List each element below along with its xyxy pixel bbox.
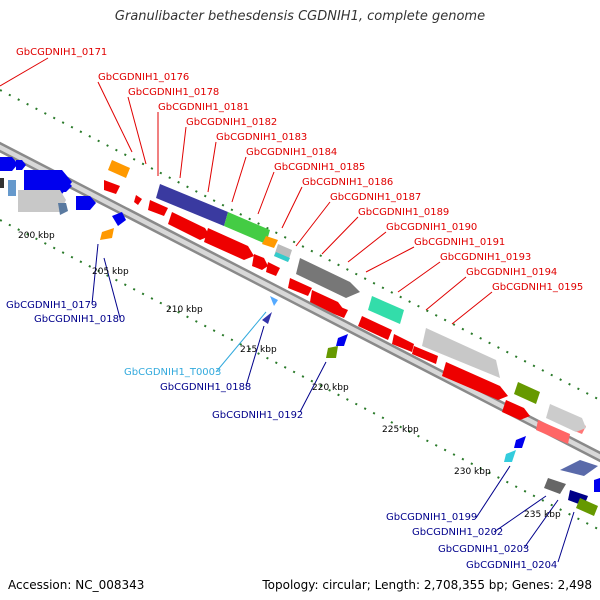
- scale-label: 210 kbp: [166, 305, 203, 315]
- gene-label: GbCGDNIH1_0183: [216, 132, 307, 143]
- gene-label: GbCGDNIH1_0203: [438, 544, 529, 555]
- gene-label: GbCGDNIH1_0189: [358, 207, 449, 218]
- gene-label: GbCGDNIH1_0185: [274, 162, 365, 173]
- scale-label: 200 kbp: [18, 231, 55, 241]
- accession-label: Accession: NC_008343: [8, 578, 145, 592]
- gene-label: GbCGDNIH1_0190: [386, 222, 477, 233]
- scale-label: 235 kbp: [524, 510, 561, 520]
- gene-label: GbCGDNIH1_0191: [414, 237, 505, 248]
- forward-leader-lines: [0, 57, 493, 325]
- gene-label: GbCGDNIH1_0188: [160, 382, 251, 393]
- scale-label: 215 kbp: [240, 345, 277, 355]
- gene-label: GbCGDNIH1_0178: [128, 87, 219, 98]
- gene-label: GbCGDNIH1_0179: [6, 300, 97, 311]
- gene-label: GbCGDNIH1_0193: [440, 252, 531, 263]
- gene-label: GbCGDNIH1_0184: [246, 147, 337, 158]
- gene-label: GbCGDNIH1_0181: [158, 102, 249, 113]
- gene-label: GbCGDNIH1_T0003: [124, 367, 221, 378]
- gene-label: GbCGDNIH1_0176: [98, 72, 189, 83]
- scale-labels: 200 kbp 205 kbp 210 kbp 215 kbp 220 kbp …: [18, 231, 561, 520]
- reverse-leader-lines: [91, 243, 575, 563]
- gene-label: GbCGDNIH1_0192: [212, 410, 303, 421]
- scale-label: 230 kbp: [454, 467, 491, 477]
- scale-label: 225 kbp: [382, 425, 419, 435]
- map-title: Granulibacter bethesdensis CGDNIH1, comp…: [114, 9, 486, 24]
- gene-label: GbCGDNIH1_0186: [302, 177, 393, 188]
- gene-label: GbCGDNIH1_0171: [16, 47, 107, 58]
- gene-label: GbCGDNIH1_0202: [412, 527, 503, 538]
- forward-genes-upper: [108, 160, 586, 432]
- gene-label: GbCGDNIH1_0195: [492, 282, 583, 293]
- gene-label: GbCGDNIH1_0187: [330, 192, 421, 203]
- forward-gene-labels: GbCGDNIH1_0171 GbCGDNIH1_0176 GbCGDNIH1_…: [16, 47, 583, 293]
- reverse-gene-labels: GbCGDNIH1_0179 GbCGDNIH1_0180 GbCGDNIH1_…: [6, 300, 557, 571]
- genome-summary: Topology: circular; Length: 2,708,355 bp…: [262, 578, 592, 592]
- left-gene-cluster: [0, 157, 96, 215]
- gene-label: GbCGDNIH1_0182: [186, 117, 277, 128]
- reverse-genes: [100, 212, 600, 516]
- gene-label: GbCGDNIH1_0204: [466, 560, 557, 571]
- scale-label: 220 kbp: [312, 383, 349, 393]
- gene-label: GbCGDNIH1_0180: [34, 314, 125, 325]
- gene-label: GbCGDNIH1_0194: [466, 267, 557, 278]
- scale-label: 205 kbp: [92, 267, 129, 277]
- gene-label: GbCGDNIH1_0199: [386, 512, 477, 523]
